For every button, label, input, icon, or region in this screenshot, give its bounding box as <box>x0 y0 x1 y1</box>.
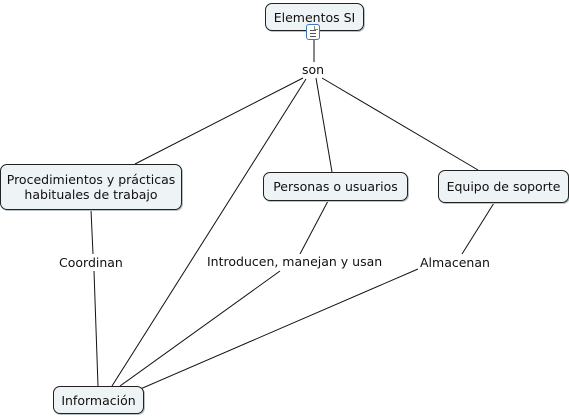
node-personas-label: Personas o usuarios <box>273 179 398 194</box>
link-son-procedimientos <box>134 77 304 165</box>
link-introducen-informacion <box>119 270 281 387</box>
node-equipo[interactable]: Equipo de soporte <box>438 170 569 203</box>
node-personas[interactable]: Personas o usuarios <box>263 172 408 201</box>
node-procedimientos-label: Procedimientos y prácticas habituales de… <box>6 172 176 202</box>
link-son-equipo <box>321 77 479 171</box>
root-node-label: Elementos SI <box>273 9 356 25</box>
link-almacenan-informacion <box>137 268 419 391</box>
link-personas-introducen <box>299 200 329 255</box>
node-informacion[interactable]: Información <box>53 386 144 414</box>
link-son-personas <box>315 77 333 173</box>
link-son-informacion <box>111 78 307 387</box>
document-icon[interactable] <box>306 24 320 40</box>
link-equipo-almacenan <box>461 202 495 255</box>
node-informacion-label: Información <box>61 392 136 408</box>
node-equipo-label: Equipo de soporte <box>446 179 561 194</box>
link-procedimientos-coordinan <box>90 209 94 255</box>
connector-almacenan: Almacenan <box>418 255 492 270</box>
link-coordinan-informacion <box>93 270 99 387</box>
node-procedimientos[interactable]: Procedimientos y prácticas habituales de… <box>0 164 182 210</box>
connector-coordinan: Coordinan <box>57 255 125 270</box>
connector-son: son <box>300 62 327 77</box>
connector-introducen: Introducen, manejan y usan <box>205 254 385 269</box>
